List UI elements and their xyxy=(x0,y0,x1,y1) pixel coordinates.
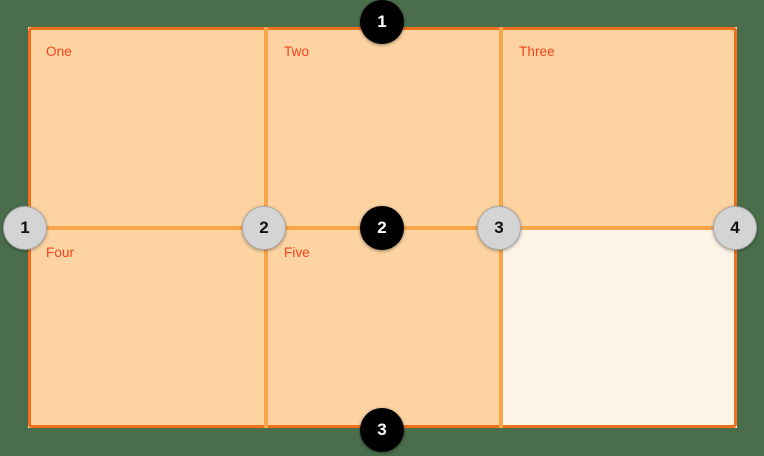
grid-column-marker-1[interactable]: 1 xyxy=(3,206,47,250)
grid-column-marker-4[interactable]: 4 xyxy=(713,206,757,250)
grid-cell-r1-c2[interactable]: Two xyxy=(266,27,503,229)
grid-cell-r1-c1[interactable]: One xyxy=(28,27,268,229)
grid-cell-label: One xyxy=(46,44,72,59)
grid-column-marker-2[interactable]: 2 xyxy=(242,206,286,250)
grid-cell-r1-c3[interactable]: Three xyxy=(501,27,737,229)
grid-cell-label: Four xyxy=(46,245,75,260)
grid-row-marker-2[interactable]: 2 xyxy=(360,206,404,250)
grid-cell-label: Five xyxy=(284,245,310,260)
grid-column-marker-3[interactable]: 3 xyxy=(477,206,521,250)
grid-cell-r2-c2[interactable]: Five xyxy=(266,228,503,428)
grid-cell-r2-c3[interactable] xyxy=(501,228,737,428)
grid-cell-label: Three xyxy=(519,44,555,59)
grid-row-marker-3[interactable]: 3 xyxy=(360,408,404,452)
grid-cell-r2-c1[interactable]: Four xyxy=(28,228,268,428)
grid-cell-label: Two xyxy=(284,44,310,59)
grid-row-marker-1[interactable]: 1 xyxy=(360,0,404,44)
